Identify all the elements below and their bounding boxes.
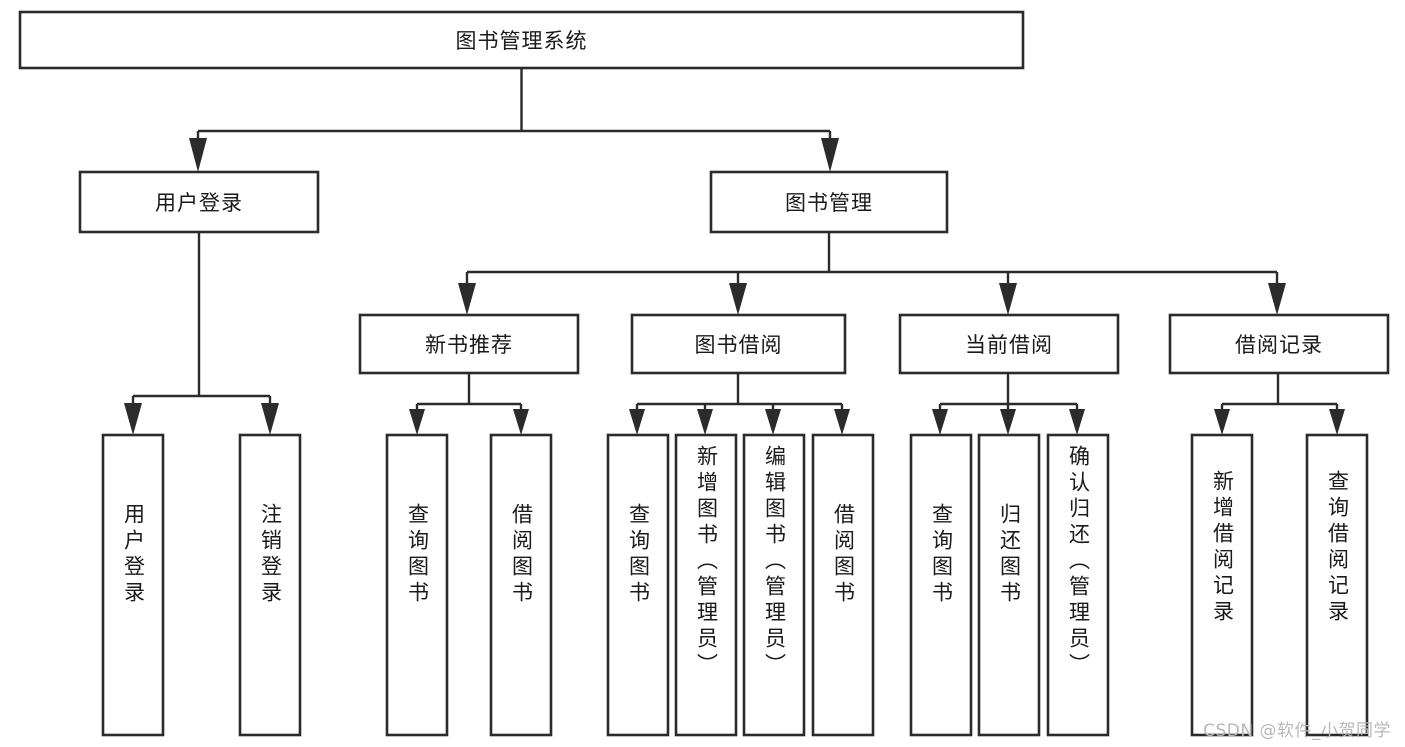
leaf-box-current-2[interactable] [1046,433,1110,737]
arrowhead-new-book-leaf-1 [409,409,425,435]
arrowhead-borrow-leaf-4 [834,409,850,435]
arrowhead-borrow-leaf-3 [765,409,781,435]
node-new-book-box[interactable] [358,313,580,375]
leaf-box-new-book-1[interactable] [489,433,553,737]
leaf-box-borrow-1[interactable] [674,433,738,737]
leaf-box-current-1[interactable] [977,433,1041,737]
arrowhead-records-leaf-1 [1214,409,1230,435]
arrowhead-new-book-leaf-2 [513,409,529,435]
arrowhead-current-leaf-1 [932,409,948,435]
arrowhead-borrow-leaf-1 [629,409,645,435]
arrowhead-to-borrow [729,283,747,315]
leaf-box-user-login-1[interactable] [238,433,302,737]
arrowhead-current-leaf-2 [1000,409,1016,435]
arrowhead-to-book-manage [821,138,839,172]
leaf-box-new-book-0[interactable] [385,433,449,737]
node-records-box[interactable] [1168,313,1390,375]
leaf-box-borrow-0[interactable] [606,433,670,737]
leaf-box-borrow-3[interactable] [811,433,875,737]
arrowhead-borrow-leaf-2 [697,409,713,435]
arrowhead-user-login-leaf-1 [124,403,142,435]
arrowhead-current-leaf-3 [1069,409,1085,435]
arrowhead-records-leaf-2 [1329,409,1345,435]
leaf-box-borrow-2[interactable] [742,433,806,737]
node-book-manage-box[interactable] [709,170,949,234]
leaf-box-user-login-0[interactable] [101,433,165,737]
arrowhead-to-records [1268,283,1286,315]
arrowhead-to-current [999,283,1017,315]
node-borrow-box[interactable] [630,313,847,375]
node-user-login-box[interactable] [78,170,320,234]
node-current-box[interactable] [898,313,1120,375]
arrowhead-to-new-book [458,283,476,315]
leaf-box-records-1[interactable] [1305,433,1369,737]
leaf-box-current-0[interactable] [909,433,973,737]
node-root-box[interactable] [18,10,1025,70]
leaf-box-records-0[interactable] [1190,433,1254,737]
arrowhead-user-login-leaf-2 [261,403,279,435]
arrowhead-to-user-login [189,138,207,172]
